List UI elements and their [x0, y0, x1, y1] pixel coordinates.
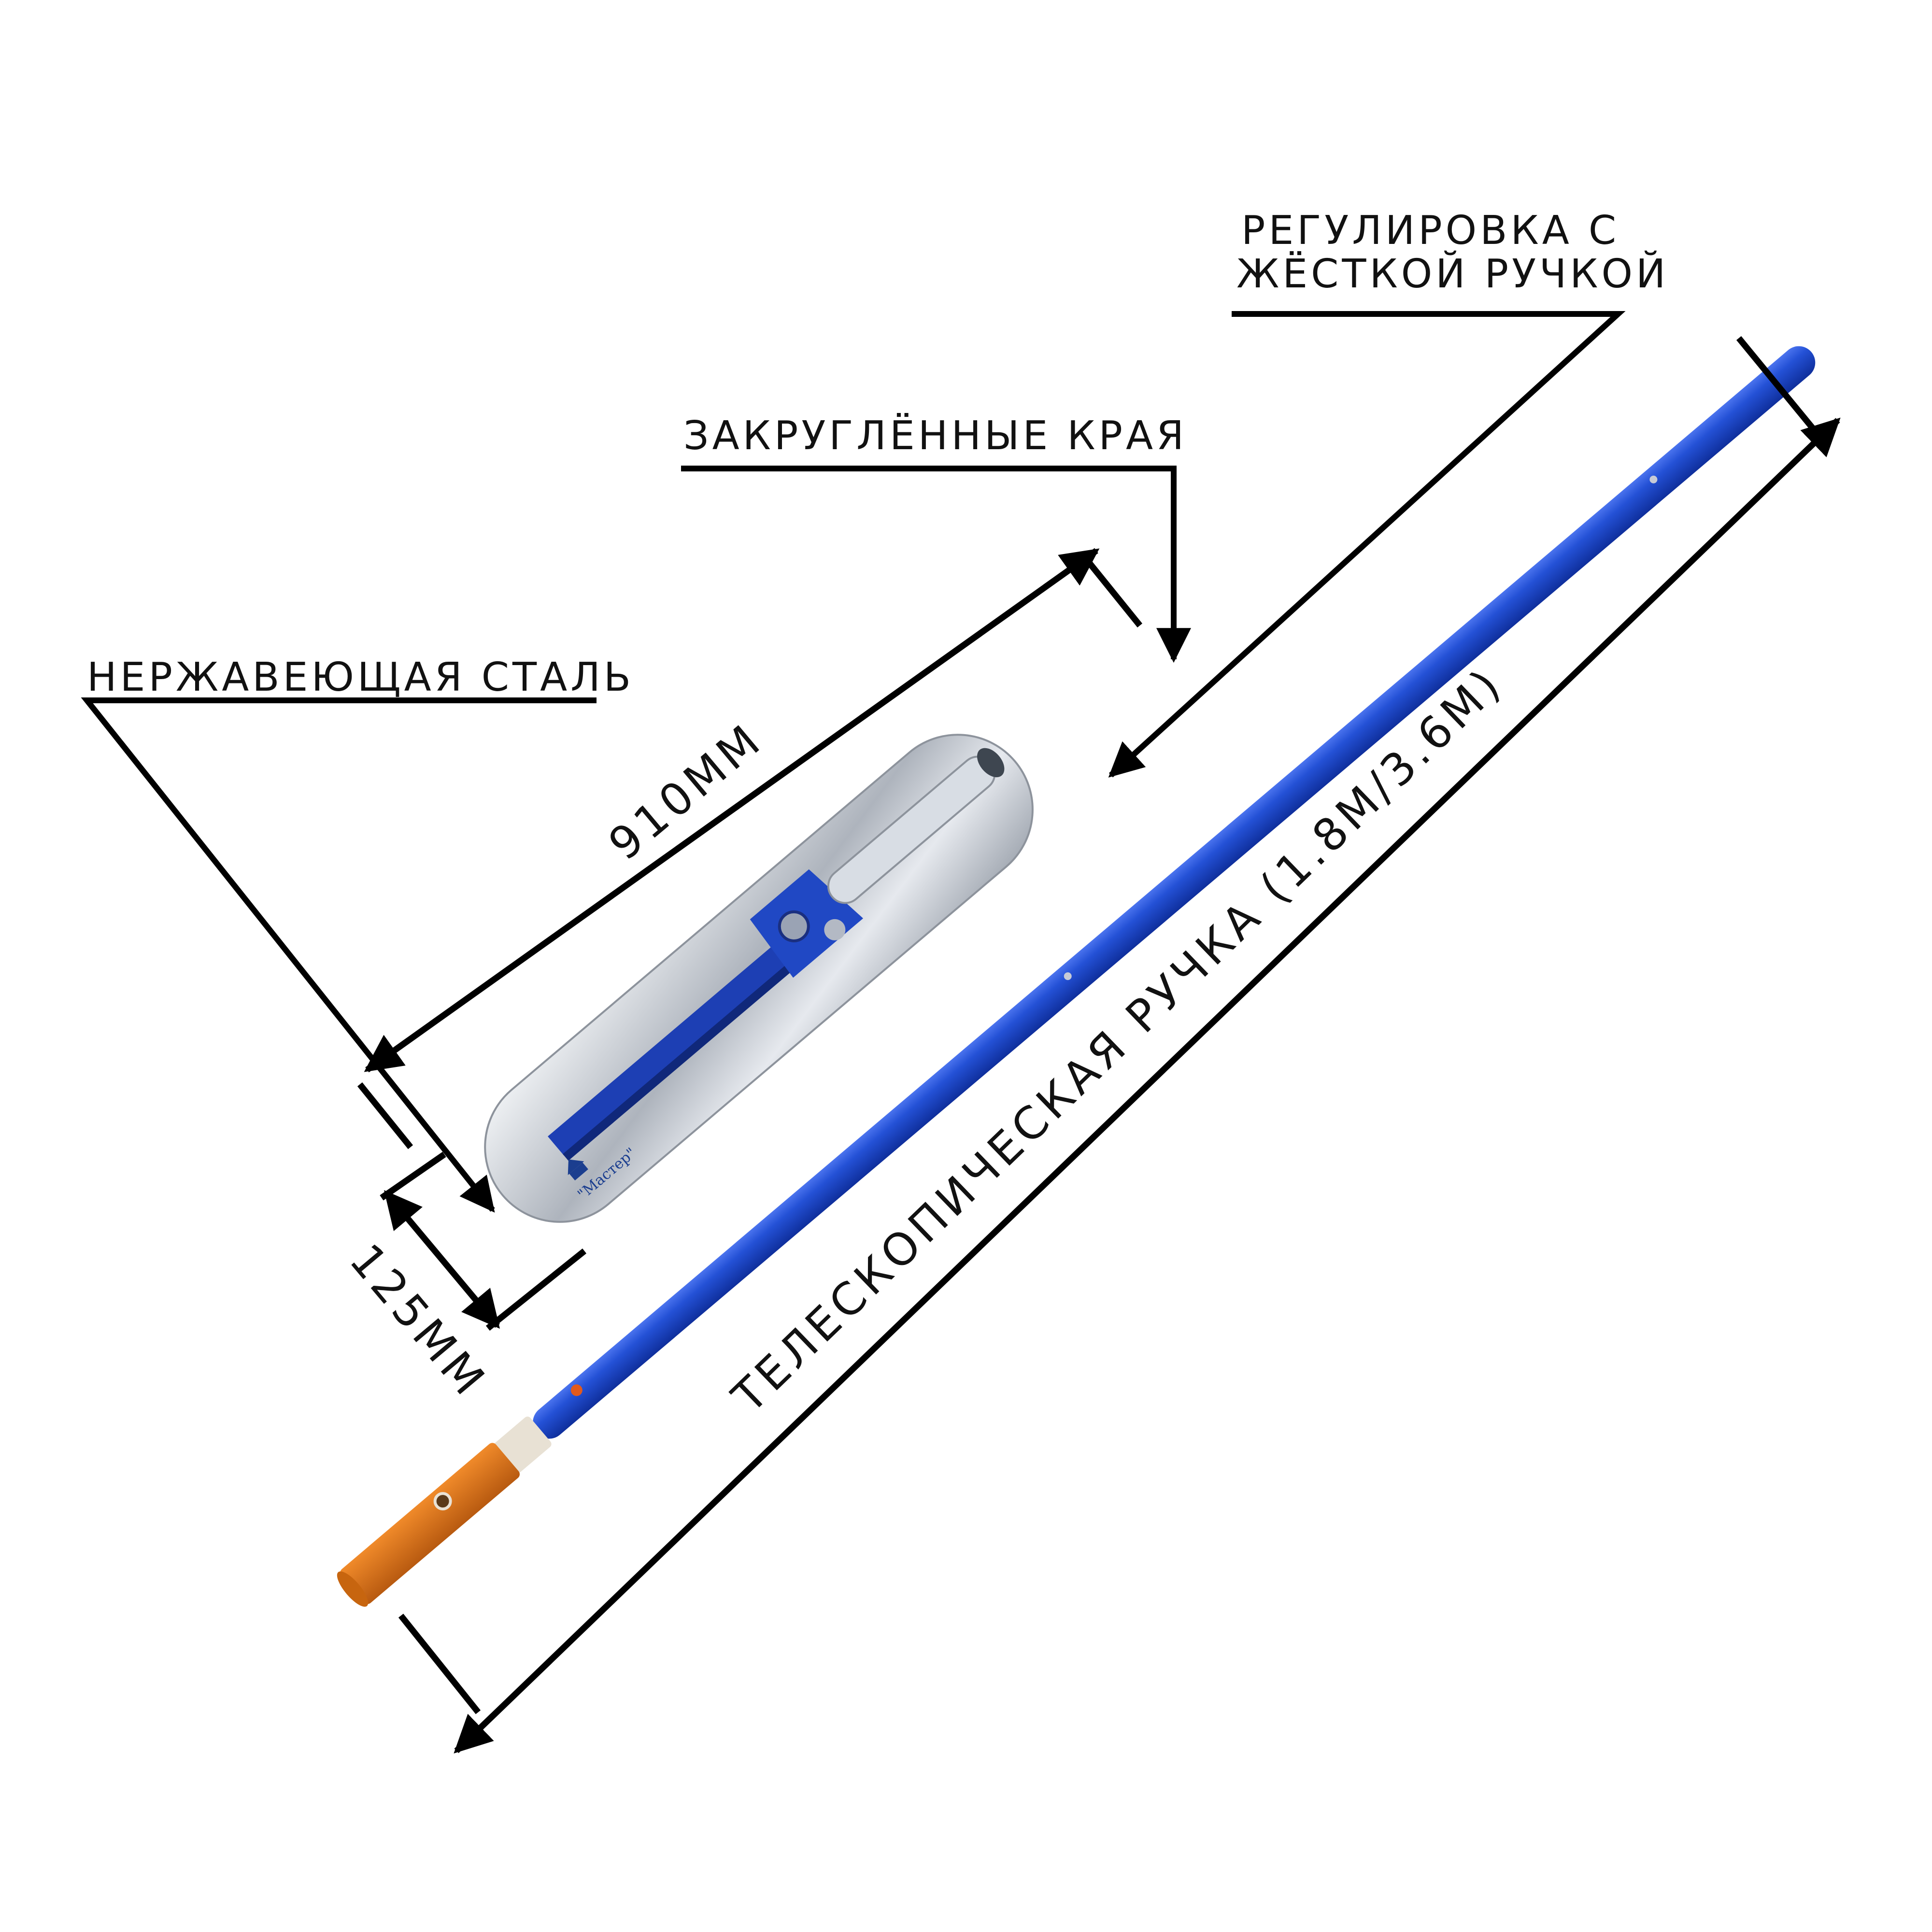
blade-width-label: 125ММ	[340, 1234, 497, 1407]
adjust-label-line1: РЕГУЛИРОВКА С	[1241, 208, 1619, 254]
handle-ext-top	[1736, 336, 1819, 435]
handle-grip	[340, 1443, 520, 1604]
handle-ext-bottom	[398, 1613, 481, 1715]
rounded-edges-label: ЗАКРУГЛЁННЫЕ КРАЯ	[683, 413, 1187, 459]
adjust-label-line2: ЖЁСТКОЙ РУЧКОЙ	[1236, 250, 1669, 297]
blade-width-ext	[380, 1151, 446, 1201]
blade-length-ext-top	[1086, 560, 1143, 628]
grip-rivet	[433, 1492, 452, 1511]
callout-rounded-edges: ЗАКРУГЛЁННЫЕ КРАЯ	[681, 413, 1191, 663]
rounded-edges-leader	[681, 466, 1191, 663]
blade-length-ext-bottom	[357, 1082, 413, 1150]
grip-end	[337, 1571, 369, 1607]
telescopic-handle	[337, 346, 1816, 1607]
stainless-label: НЕРЖАВЕЮЩАЯ СТАЛЬ	[87, 654, 634, 700]
handle-dim-line	[454, 417, 1841, 1754]
blade-width-ext2	[485, 1248, 587, 1331]
